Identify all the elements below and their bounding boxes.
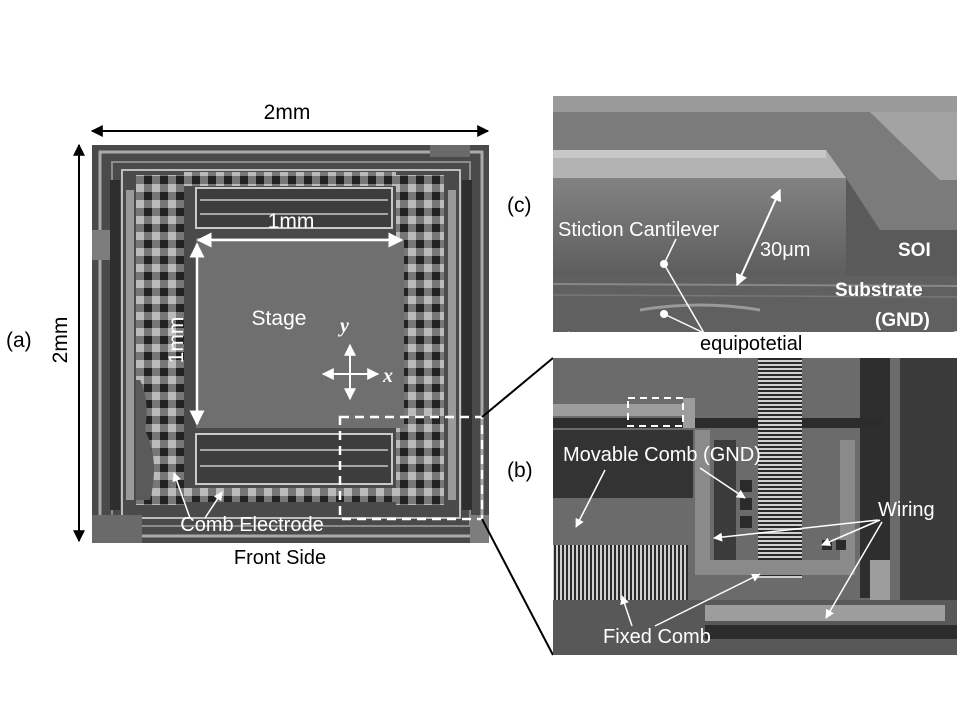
dim-inner-h-label: 1mm <box>268 210 315 233</box>
zoom-box-b <box>627 397 684 427</box>
panel-c: (c) Stiction Cantilever 30μm SOI Substra… <box>507 96 958 334</box>
wiring-label: Wiring <box>878 499 935 521</box>
dim-inner-v-label: 1mm <box>165 317 188 364</box>
zoom-box-a <box>338 415 484 521</box>
movable-comb-label: Movable Comb (GND) <box>563 444 761 466</box>
axis-x-label: x <box>382 365 393 387</box>
panel-b-tag: (b) <box>507 459 533 482</box>
fixed-comb-label: Fixed Comb <box>603 626 711 648</box>
panel-b: Movable Comb (GND) Wiring Fixed Comb <box>553 358 957 655</box>
zoom-line-top <box>481 357 554 418</box>
axis-y-label: y <box>338 315 349 337</box>
panel-a-tag: (a) <box>6 329 32 352</box>
stage-label: Stage <box>252 307 307 330</box>
stiction-cantilever-label: Stiction Cantilever <box>558 219 720 241</box>
panel-c-tag: (c) <box>507 194 532 217</box>
dim-left-label: 2mm <box>49 317 72 364</box>
thickness-label: 30μm <box>760 239 810 261</box>
substrate-label: Substrate <box>835 280 923 301</box>
soi-label: SOI <box>898 240 931 261</box>
comb-electrode-label: Comb Electrode <box>180 514 323 536</box>
substrate-gnd-label: (GND) <box>875 310 930 331</box>
zoom-line-bottom <box>481 518 554 656</box>
stage <box>196 238 404 428</box>
thickness-arrow <box>735 188 782 287</box>
xy-axes <box>321 343 380 401</box>
front-side-label: Front Side <box>234 547 326 569</box>
panel-a: 2mm 2mm (a) 1mm 1mm Stage y x Comb Elect… <box>6 101 490 569</box>
equipotential-label: equipotetial <box>700 333 802 355</box>
dim-top-label: 2mm <box>264 101 311 124</box>
